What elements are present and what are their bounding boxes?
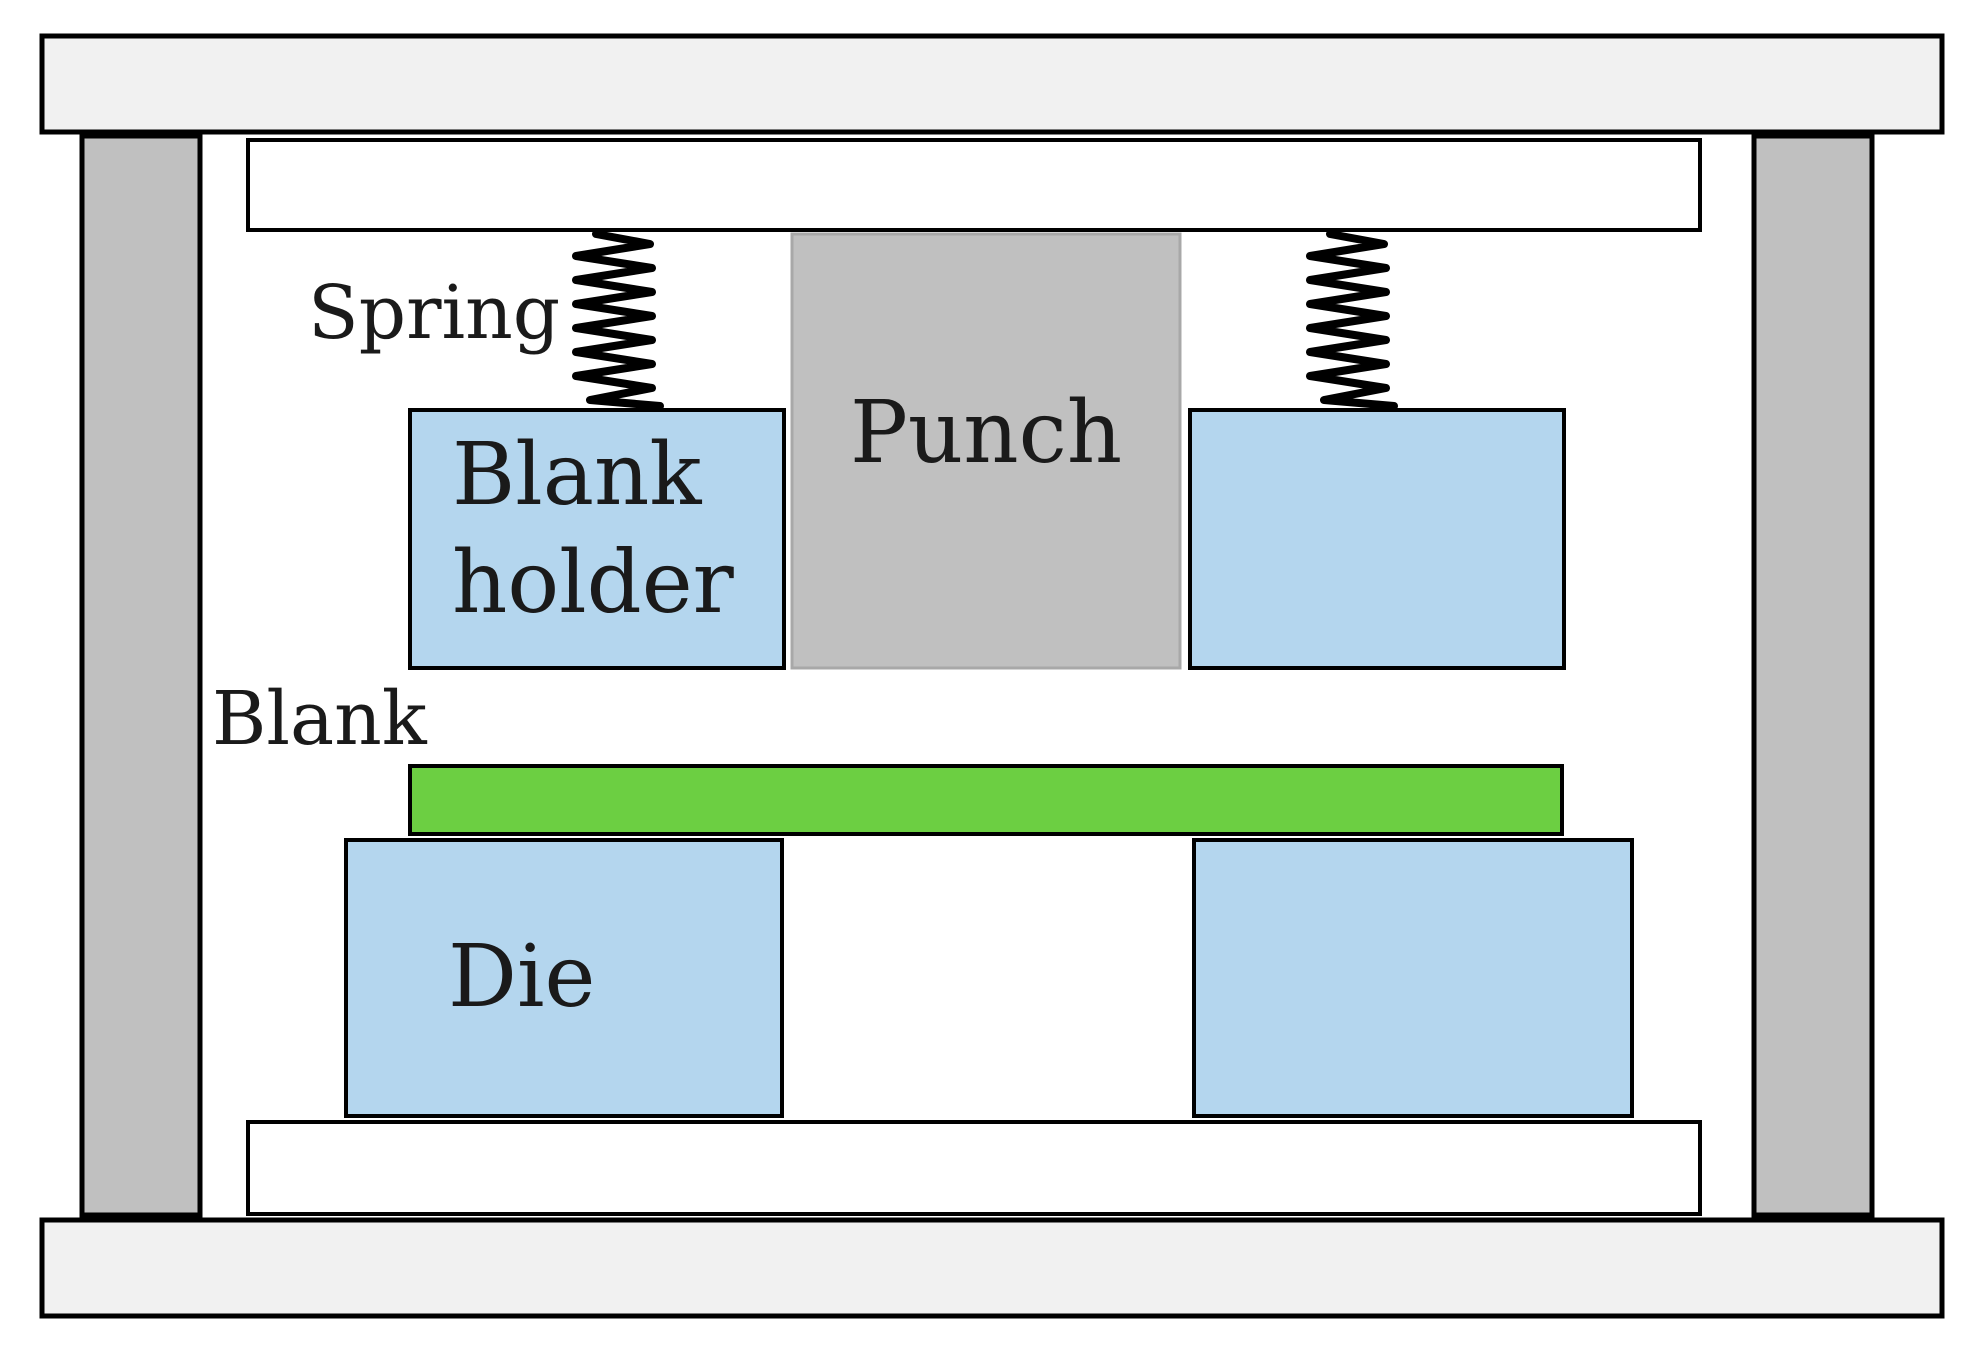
punch xyxy=(790,232,1182,670)
punch-label: Punch xyxy=(850,383,1122,483)
blank-sheet xyxy=(408,764,1564,836)
upper-die-plate xyxy=(246,138,1702,232)
spring-label: Spring xyxy=(308,270,560,356)
blank-label: Blank xyxy=(212,676,428,762)
left-spring xyxy=(572,230,664,410)
right-guide-pillar xyxy=(1751,133,1875,1218)
left-die xyxy=(344,838,784,1118)
left-blank-holder xyxy=(408,408,786,670)
right-spring xyxy=(1306,230,1398,410)
left-guide-pillar xyxy=(79,133,203,1218)
right-die xyxy=(1192,838,1634,1118)
die-label: Die xyxy=(448,927,595,1027)
lower-die-plate xyxy=(246,1120,1702,1216)
right-blank-holder xyxy=(1188,408,1566,670)
top-press-plate xyxy=(39,33,1945,135)
blank-holder-label-line1: Blank xyxy=(452,425,702,525)
blank-holder-label-line2: holder xyxy=(452,533,735,633)
bottom-press-plate xyxy=(39,1217,1945,1319)
